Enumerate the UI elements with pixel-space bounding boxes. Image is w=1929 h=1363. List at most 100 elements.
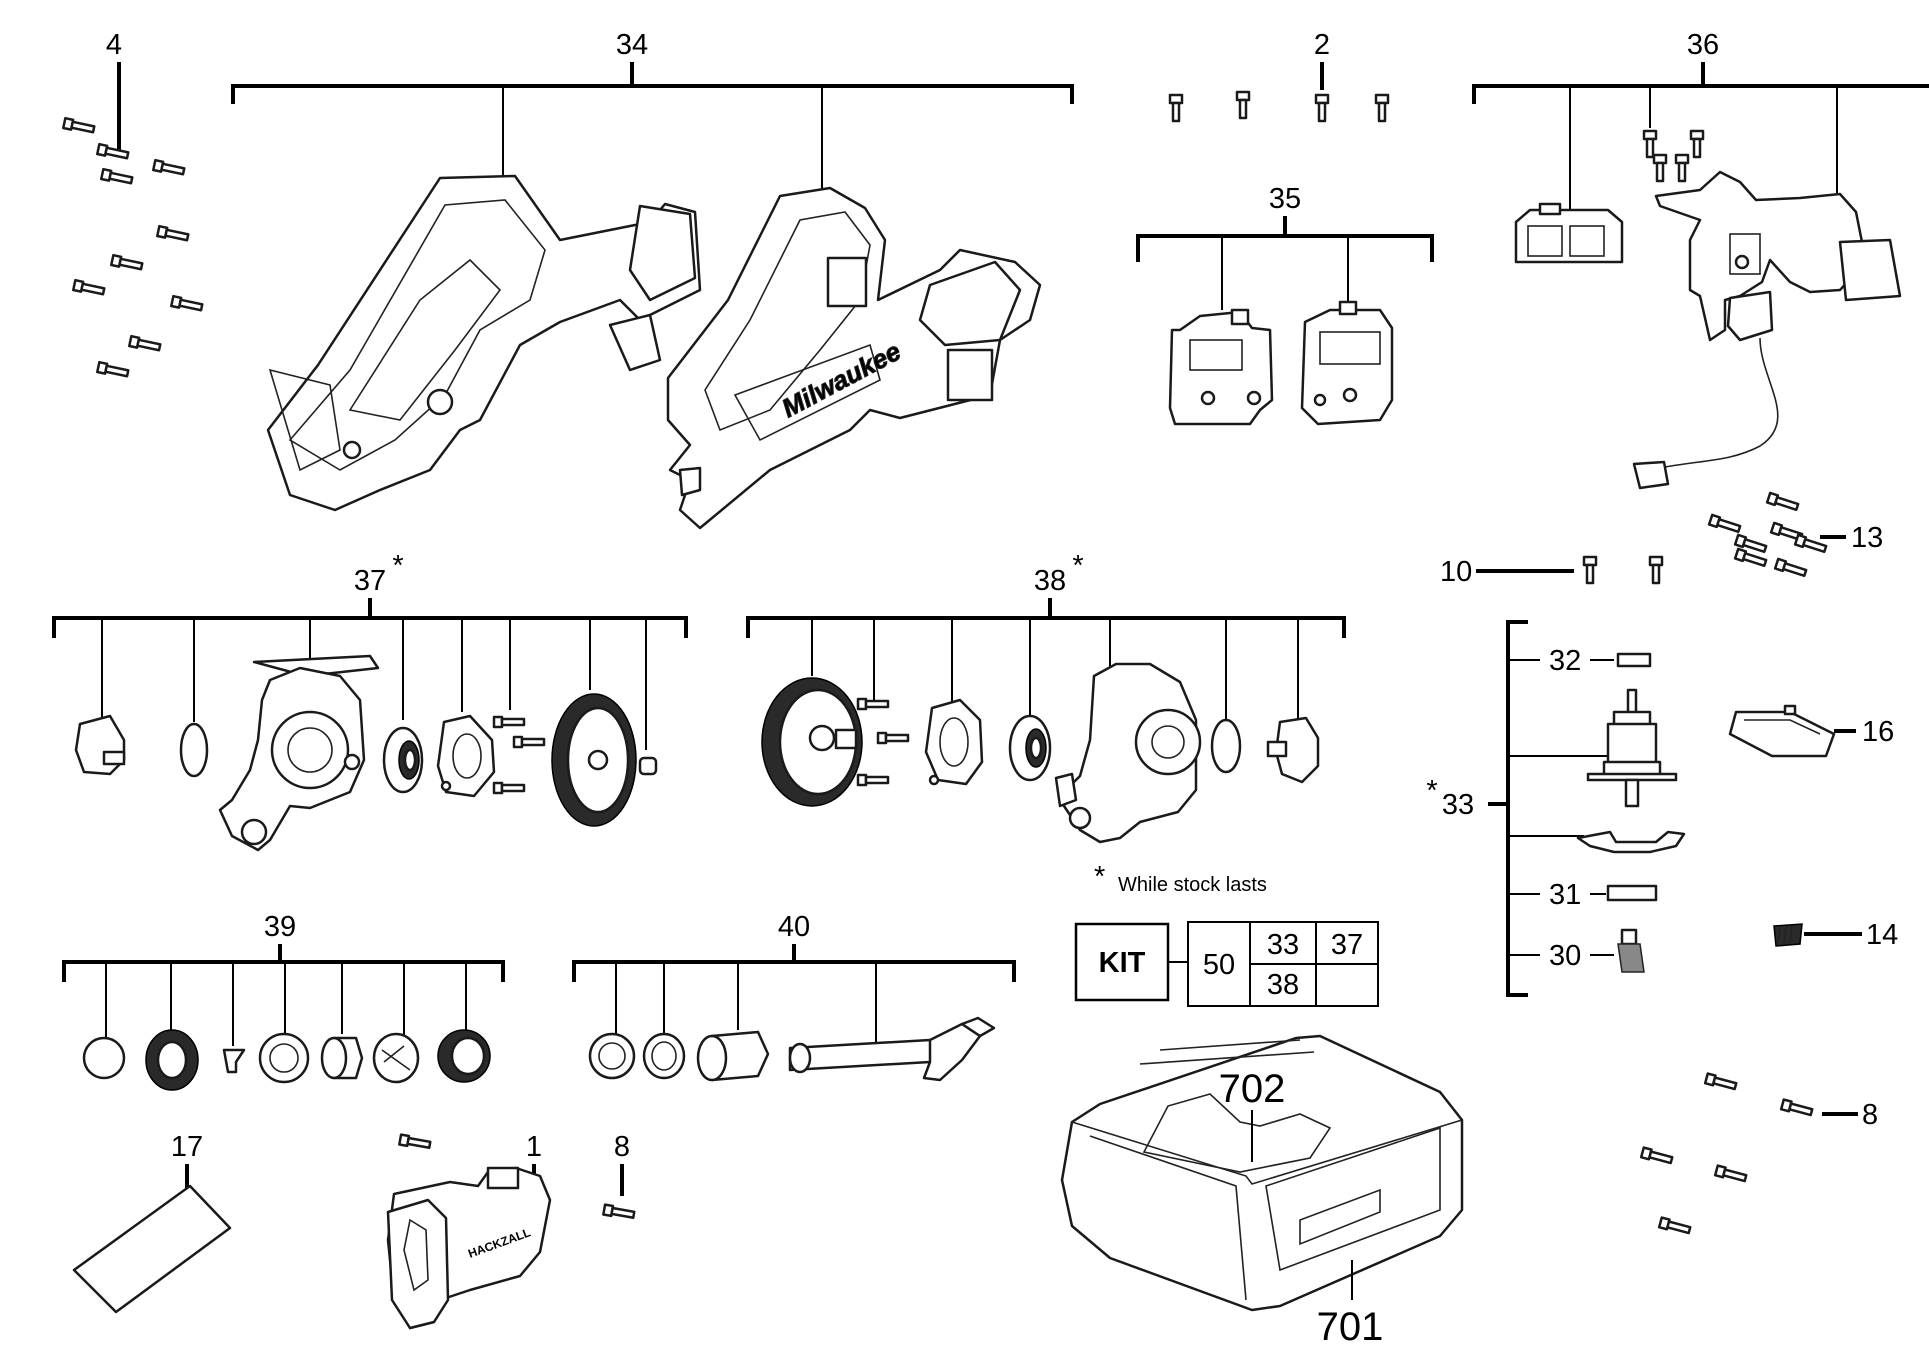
- callout-1: 1: [526, 1131, 542, 1163]
- end-cap: [1266, 716, 1320, 784]
- switch-block-right: [1300, 300, 1394, 426]
- housing-half-right: Milwaukee: [666, 186, 1042, 530]
- callout-17: 17: [171, 1131, 203, 1163]
- screw: [1657, 1216, 1692, 1237]
- group-8-screw: 8: [602, 1131, 636, 1221]
- screw: [856, 773, 890, 787]
- screw: [1168, 93, 1184, 123]
- gear-housing: [218, 654, 380, 852]
- callout-4: 4: [106, 29, 122, 61]
- callout-13: 13: [1851, 522, 1883, 554]
- screw: [1779, 1098, 1814, 1119]
- callout-36: 36: [1687, 29, 1719, 61]
- callout-31: 31: [1549, 879, 1581, 911]
- switch-assembly: [1632, 170, 1902, 490]
- callout-38-asterisk: *: [1072, 550, 1083, 582]
- screw: [1374, 93, 1390, 123]
- callout-40: 40: [778, 911, 810, 943]
- screw: [856, 697, 890, 711]
- screw: [152, 158, 186, 178]
- note-asterisk: *: [1094, 861, 1105, 893]
- sleeve: [258, 1032, 310, 1084]
- screw: [96, 142, 130, 162]
- callout-38: 38: [1034, 565, 1066, 597]
- callout-33: 33: [1442, 789, 1474, 821]
- screw: [170, 294, 204, 314]
- callout-701: 701: [1317, 1305, 1384, 1349]
- kit-cell-50: 50: [1203, 949, 1235, 981]
- note-text: While stock lasts: [1118, 874, 1267, 896]
- group-34-housing: 34 Milwaukee: [231, 29, 1074, 530]
- callout-14: 14: [1866, 919, 1898, 951]
- kit-cell-38: 38: [1267, 969, 1299, 1001]
- screw: [876, 731, 910, 745]
- callout-33-asterisk: *: [1426, 775, 1437, 807]
- plunger-tube: [696, 1030, 770, 1082]
- callout-37: 37: [354, 565, 386, 597]
- bearing: [1008, 714, 1052, 782]
- group-13-screws: 13: [1707, 491, 1883, 579]
- kit-cell-33: 33: [1267, 929, 1299, 961]
- locking-collar: [145, 1029, 199, 1091]
- screw: [512, 735, 546, 749]
- washer: [588, 1032, 636, 1080]
- seal: [437, 1029, 491, 1083]
- kit-label: KIT: [1099, 947, 1146, 979]
- bushing: [320, 1036, 364, 1080]
- o-ring: [179, 722, 209, 778]
- o-ring: [1210, 718, 1242, 774]
- bearing: [382, 726, 424, 794]
- callout-35: 35: [1269, 183, 1301, 215]
- housing-half-left: [266, 174, 702, 512]
- battery-terminal-block: [1514, 202, 1624, 264]
- group-16-lock: 16: [1728, 704, 1894, 758]
- screw: [1773, 557, 1809, 579]
- label-sticker: [72, 1184, 232, 1314]
- switch-block-left: [1168, 308, 1274, 426]
- callout-2: 2: [1314, 29, 1330, 61]
- screw: [128, 334, 162, 354]
- group-38-gearbox: 38 *: [746, 550, 1346, 844]
- screw: [72, 278, 106, 298]
- group-36-electronics: 36: [1472, 29, 1929, 490]
- group-40-plunger: 40: [572, 911, 1016, 1082]
- callout-10: 10: [1440, 556, 1472, 588]
- screw: [1639, 1146, 1674, 1167]
- screw: [492, 781, 526, 795]
- bushing: [638, 756, 658, 776]
- group-case: 702 701: [1060, 1034, 1464, 1349]
- group-4-screws: 4: [62, 29, 204, 380]
- spacer: [1616, 652, 1652, 668]
- screw: [1235, 90, 1251, 120]
- screw: [62, 116, 96, 136]
- pin: [222, 1048, 246, 1074]
- drive-gear: [761, 677, 863, 807]
- screw: [1689, 129, 1705, 159]
- bevel-gear: [551, 693, 637, 827]
- carry-case: [1060, 1034, 1464, 1312]
- screw: [492, 715, 526, 729]
- washer: [642, 1032, 686, 1080]
- ring: [82, 1036, 126, 1080]
- group-14-spring: 14: [1773, 919, 1898, 951]
- screw: [602, 1203, 636, 1221]
- kit-cell-37: 37: [1331, 929, 1363, 961]
- screw: [156, 224, 190, 244]
- group-2-screws: 2: [1168, 29, 1390, 123]
- slide-bar: [1606, 884, 1658, 902]
- callout-8: 8: [614, 1131, 630, 1163]
- spring: [1773, 923, 1803, 947]
- guide-plate: [1576, 830, 1686, 854]
- screw: [1582, 555, 1598, 585]
- stock-note: * While stock lasts: [1094, 861, 1267, 896]
- bearing-plate: [924, 698, 984, 786]
- spring-clip: [372, 1032, 420, 1084]
- gear-housing: [1054, 662, 1202, 844]
- bearing-plate: [436, 714, 496, 798]
- callout-30: 30: [1549, 940, 1581, 972]
- callout-8-right: 8: [1862, 1099, 1878, 1131]
- group-1-shoe: 1 HACKZALL: [386, 1131, 552, 1330]
- plunger-shaft: [788, 1016, 996, 1082]
- screw: [100, 167, 134, 187]
- callout-34: 34: [616, 29, 648, 61]
